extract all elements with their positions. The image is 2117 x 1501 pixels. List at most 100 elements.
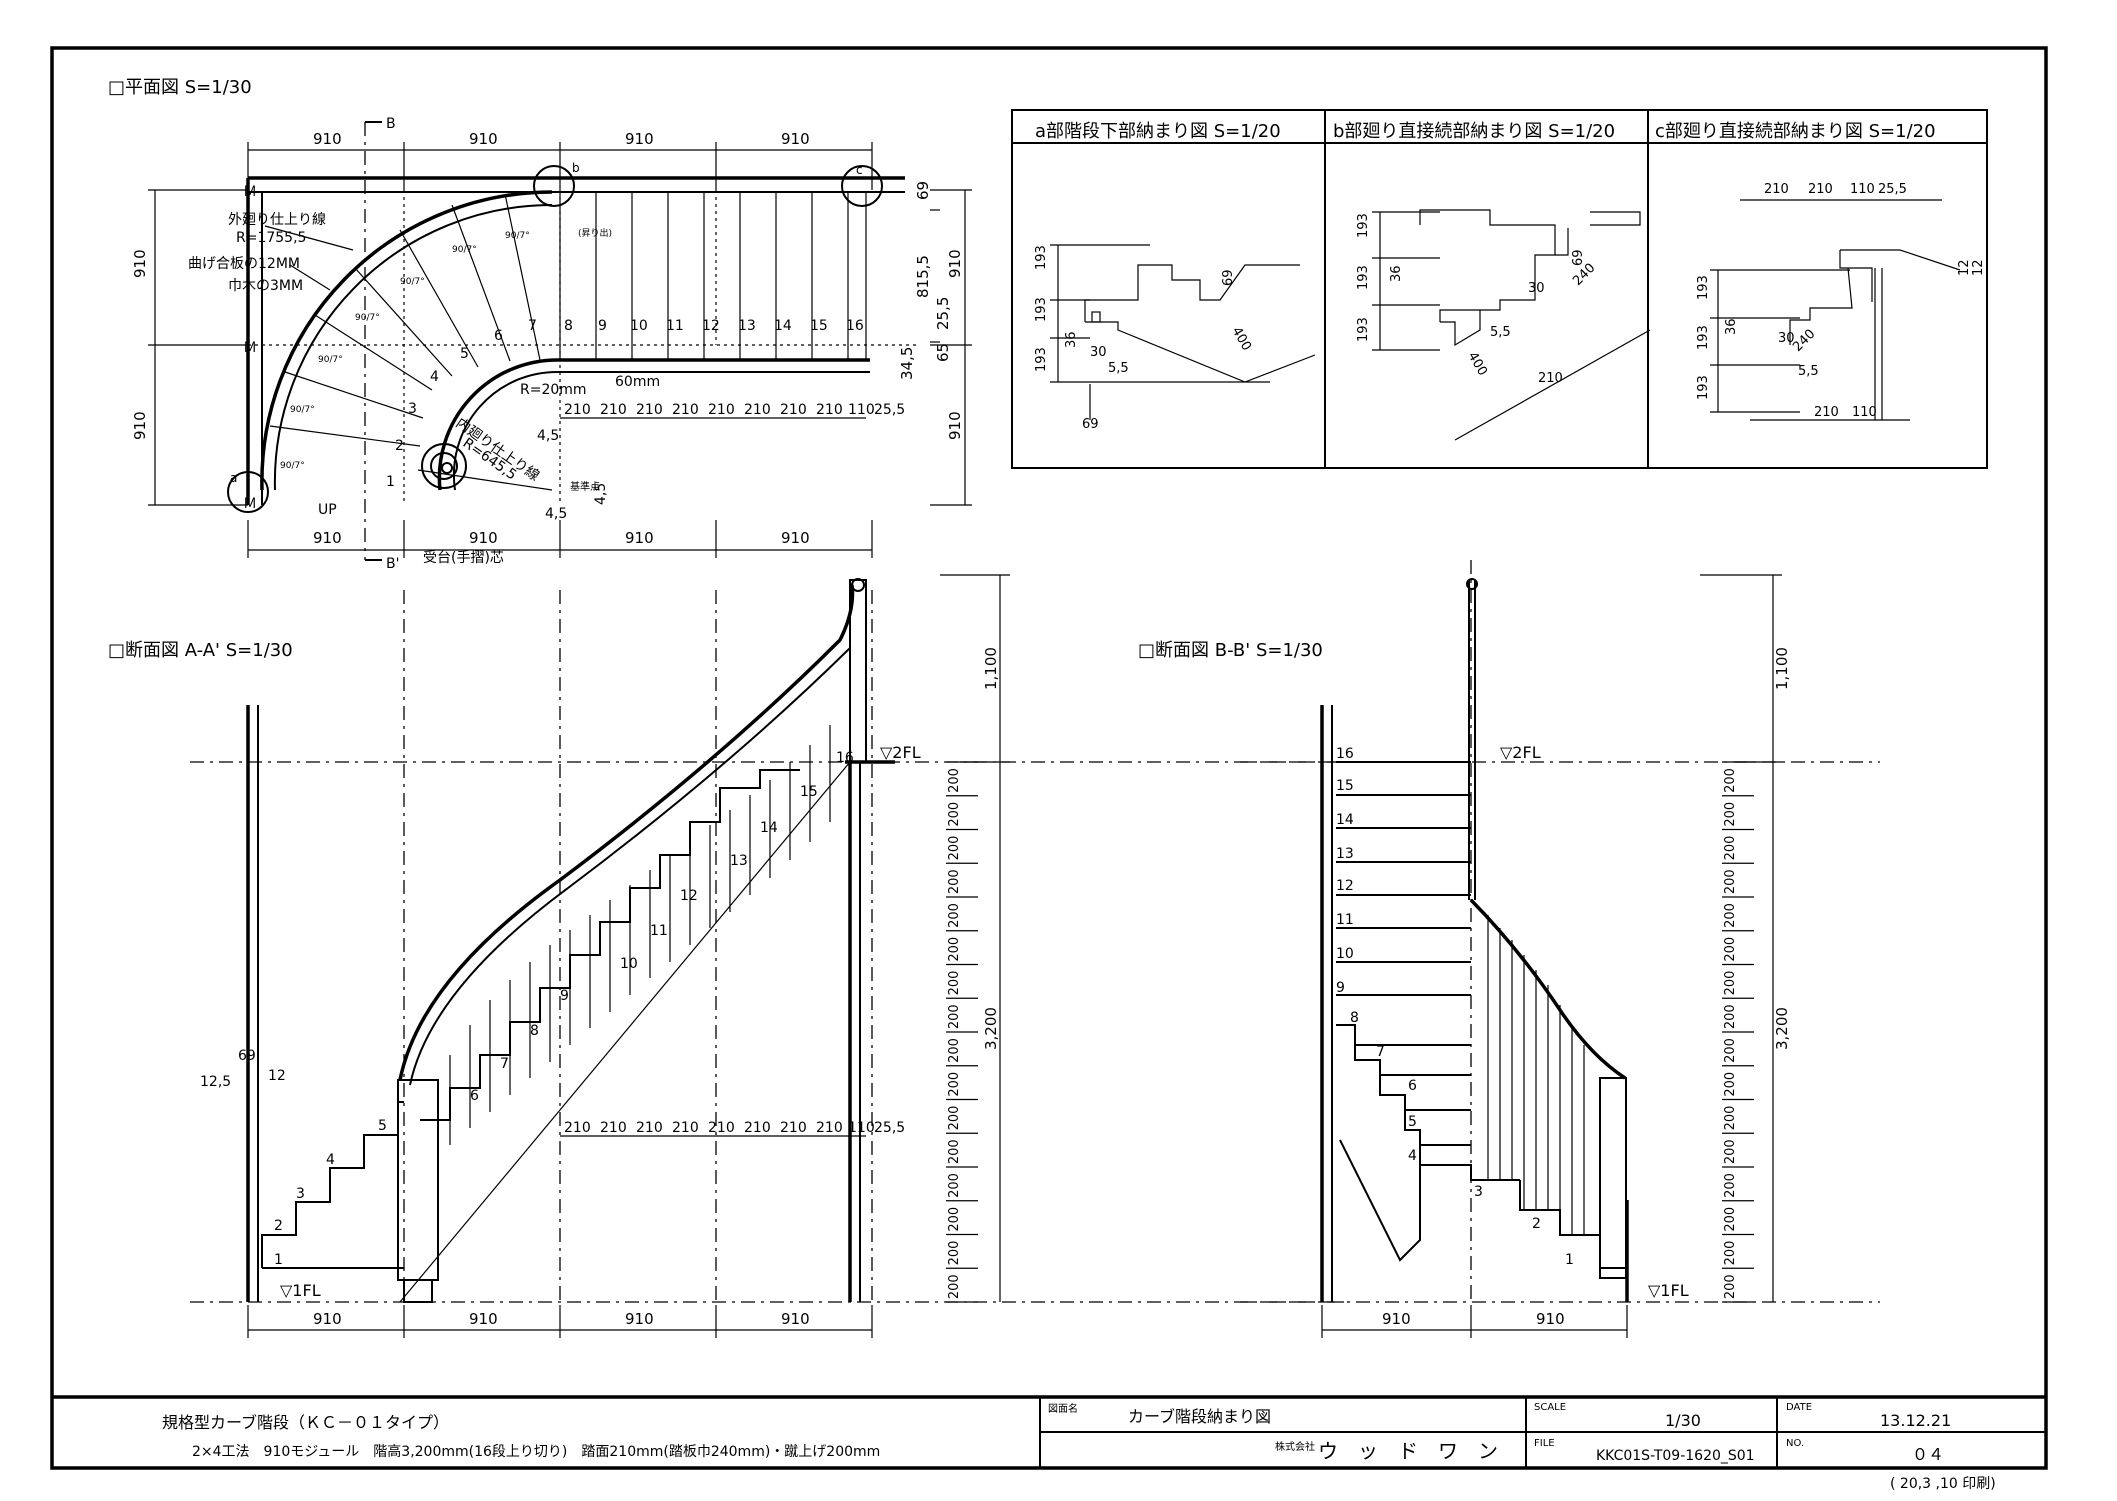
detail-a-dim: 30 xyxy=(1090,345,1107,360)
fl2-label: ▽2FL xyxy=(880,743,921,762)
section-aa-riser-dim: 200 xyxy=(947,903,962,928)
detail-callout-a xyxy=(227,471,269,513)
section-aa-tread-dim: 210 xyxy=(564,1120,591,1136)
section-bb: □断面図 B-B' S=1/30 ▽2FL ▽1FL xyxy=(1138,560,1880,1338)
section-bb-riser-dim: 200 xyxy=(1723,869,1738,894)
detail-callout-b xyxy=(533,165,575,207)
section-aa-bottom-dim: 910 xyxy=(313,1310,342,1328)
plan-step-number: 9 xyxy=(598,318,607,334)
section-aa-tread-dim: 210 xyxy=(636,1120,663,1136)
winder-angle-label: 90/7° xyxy=(400,277,425,287)
annotation: 曲げ合板の12MM xyxy=(188,256,300,272)
section-aa-step-number: 2 xyxy=(274,1218,283,1234)
file-value: KKC01S-T09-1620_S01 xyxy=(1596,1448,1755,1464)
plan-tread-dim: 210 xyxy=(780,402,807,418)
plan-right-small-dim: 34,5 xyxy=(898,347,916,380)
section-aa-bottom-dim: 910 xyxy=(781,1310,810,1328)
winder-angle-label: 90/7° xyxy=(452,245,477,255)
section-aa-riser-dim: 200 xyxy=(947,1173,962,1198)
detail-a-dim: 36 xyxy=(1064,331,1079,348)
plan-bottom-dim: 910 xyxy=(781,529,810,547)
winder-angle-label: 90/7° xyxy=(290,405,315,415)
detail-a-drawing xyxy=(1050,244,1316,420)
detail-b-drawing xyxy=(1372,209,1651,441)
annotation: 巾木の3MM xyxy=(228,278,303,294)
annotation: R=20mm xyxy=(520,382,587,398)
detail-c-dim: 210 xyxy=(1764,182,1789,197)
section-bb-bottom-dim: 910 xyxy=(1382,1310,1411,1328)
plan-tread-dim: 210 xyxy=(636,402,663,418)
plan-step-number: 15 xyxy=(810,318,828,334)
wall-stud-mark: Ｍ xyxy=(243,184,257,200)
detail-c-dim: 193 xyxy=(1696,325,1711,350)
plan-bottom-dimensions: 910 910 910 910 xyxy=(247,520,873,558)
company-name: ウ ッ ド ワ ン xyxy=(1318,1439,1498,1463)
plan-step-number: 4 xyxy=(430,369,439,385)
plan-right-small-dim: 815,5 xyxy=(914,255,932,298)
detail-b-dim: 5,5 xyxy=(1490,325,1511,340)
plan-right-small-dim: 25,5 xyxy=(934,297,952,330)
detail-c-dim: 110 xyxy=(1850,182,1875,197)
detail-c-dim: 36 xyxy=(1724,318,1739,335)
section-bb-step-number: 8 xyxy=(1350,1010,1359,1026)
section-aa-riser-dim: 200 xyxy=(947,1106,962,1131)
section-bb-step-number: 5 xyxy=(1408,1114,1417,1130)
wall-stud-mark: Ｍ xyxy=(243,340,257,356)
detail-a-dim: 193 xyxy=(1034,347,1049,372)
section-bb-step-number: 4 xyxy=(1408,1148,1417,1164)
annotation: (昇り出) xyxy=(578,227,612,239)
plan-step-number: 1 xyxy=(386,474,395,490)
detail-c-title: c部廻り直接続部納まり図 S=1/20 xyxy=(1655,121,1936,142)
detail-panels: a部階段下部納まり図 S=1/20 b部廻り直接続部納まり図 S=1/20 c部… xyxy=(1011,109,1988,469)
section-aa-riser-dimensions: 2002002002002002002002002002002002002002… xyxy=(946,761,978,1303)
section-bb-riser-dim: 200 xyxy=(1723,903,1738,928)
no-label: NO. xyxy=(1786,1438,1804,1449)
section-bb-riser-dim: 200 xyxy=(1723,768,1738,793)
plan-step-number: 11 xyxy=(666,318,684,334)
section-bb-riser-dim: 200 xyxy=(1723,1207,1738,1232)
detail-c-dim: 193 xyxy=(1696,275,1711,300)
detail-b-dim: 36 xyxy=(1389,265,1404,282)
detail-a-dim: 193 xyxy=(1034,297,1049,322)
section-aa-tread-dim: 210 xyxy=(708,1120,735,1136)
plan-step-number: 12 xyxy=(702,318,720,334)
section-aa-step-number: 4 xyxy=(326,1152,335,1168)
detail-c-dim: 193 xyxy=(1696,375,1711,400)
plan-top-dimensions: 910 910 910 910 xyxy=(247,130,873,190)
plan-step-number: 14 xyxy=(774,318,792,334)
outer-stringer-curve xyxy=(260,190,553,491)
annotation: R=1755,5 xyxy=(236,230,306,246)
section-bb-riser-dim: 200 xyxy=(1723,1274,1738,1299)
print-note: ( 20,3 ,10 印刷) xyxy=(1890,1476,1996,1492)
plan-left-dimensions: 910 910 xyxy=(131,189,248,506)
plan-step-number: 10 xyxy=(630,318,648,334)
section-aa-height-1100: 1,100 xyxy=(982,647,1000,690)
plan-step-number: 7 xyxy=(528,318,537,334)
drawing-name-label: 図面名 xyxy=(1048,1402,1078,1415)
detail-c-dim: 210 xyxy=(1808,182,1833,197)
company-label: 株式会社 xyxy=(1275,1440,1315,1453)
detail-c-dim: 12 xyxy=(1957,259,1972,276)
detail-b-dim: 69 xyxy=(1571,249,1586,266)
section-aa-step-number: 3 xyxy=(296,1186,305,1202)
winder-angle-label: 90/7° xyxy=(355,313,380,323)
detail-b-dim: 210 xyxy=(1538,371,1563,386)
section-bb-height-3200: 3,200 xyxy=(1773,1007,1791,1050)
plan-tread-dim: 25,5 xyxy=(874,402,905,418)
winder-angle-label: 90/7° xyxy=(318,355,343,365)
section-aa-step-number: 1 xyxy=(274,1252,283,1268)
wall-stud-mark: Ｍ xyxy=(243,496,257,512)
section-bb-step-number: 15 xyxy=(1336,778,1354,794)
fl2-label: ▽2FL xyxy=(1500,743,1541,762)
handrail-volute xyxy=(421,443,467,489)
file-label: FILE xyxy=(1534,1438,1555,1449)
sheet-border xyxy=(50,46,2048,1470)
drawing-name: カーブ階段納まり図 xyxy=(1128,1407,1271,1426)
plan-top-dim: 910 xyxy=(469,130,498,148)
section-aa-tread-dim: 25,5 xyxy=(874,1120,905,1136)
plan-tread-dim: 210 xyxy=(816,402,843,418)
plan-tread-dim: 210 xyxy=(708,402,735,418)
section-aa-tread-dim: 110 xyxy=(848,1120,875,1136)
detail-b-dim: 400 xyxy=(1465,350,1490,379)
detail-b-title: b部廻り直接続部納まり図 S=1/20 xyxy=(1333,121,1615,142)
